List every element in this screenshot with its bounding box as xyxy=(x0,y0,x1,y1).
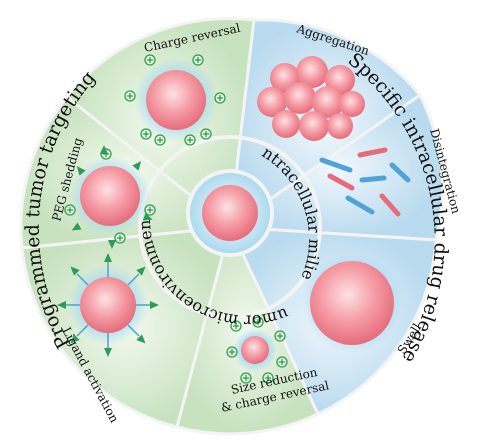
ligand-triangle-icon xyxy=(150,301,159,309)
ligand-triangle-icon xyxy=(136,334,146,344)
swell-particle xyxy=(302,253,402,353)
positive-charge-icon xyxy=(64,204,76,216)
size-reduction-particle xyxy=(233,328,277,372)
positive-charge-icon xyxy=(200,128,212,140)
positive-charge-icon xyxy=(274,330,286,342)
positive-charge-icon xyxy=(214,92,226,104)
peg-shedding-particle xyxy=(70,156,150,236)
positive-charge-icon xyxy=(192,54,204,66)
ligand-triangle-icon xyxy=(57,301,66,309)
ligand-triangle-icon xyxy=(136,266,146,276)
positive-charge-icon xyxy=(154,134,166,146)
peg-chains xyxy=(71,145,153,249)
peg-triangle-icon xyxy=(100,145,108,154)
aggregation-cluster xyxy=(257,56,365,141)
peg-triangle-icon xyxy=(71,222,82,231)
positive-charge-icon xyxy=(276,356,288,368)
inner-ring xyxy=(138,135,322,319)
ligand-triangle-icon xyxy=(104,348,112,357)
disintegration-fragments xyxy=(319,147,411,217)
peg-triangle-icon xyxy=(108,240,116,249)
positive-charge-icon xyxy=(230,320,242,332)
positive-charge-icon xyxy=(252,316,264,328)
peg-triangle-icon xyxy=(76,166,86,176)
center-nanoparticle xyxy=(202,185,258,241)
positive-charge-icon xyxy=(140,128,152,140)
positive-charge-icon xyxy=(226,346,238,358)
ligand-triangle-icon xyxy=(104,253,112,262)
positive-charge-icon xyxy=(144,204,156,216)
positive-charge-icon xyxy=(240,372,252,384)
ligand-triangle-icon xyxy=(70,334,80,344)
charge-symbols xyxy=(64,54,288,384)
positive-charge-icon xyxy=(262,372,274,384)
peg-triangle-icon xyxy=(132,161,142,171)
positive-charge-icon xyxy=(114,232,126,244)
ligand-triangle-icon xyxy=(70,266,80,276)
ligand-markers xyxy=(57,253,159,357)
positive-charge-icon xyxy=(124,90,136,102)
ligand-activation-particle xyxy=(66,262,150,348)
charge-reversal-particle xyxy=(134,58,218,142)
positive-charge-icon xyxy=(144,54,156,66)
peg-triangle-icon xyxy=(142,212,153,221)
positive-charge-icon xyxy=(184,134,196,146)
